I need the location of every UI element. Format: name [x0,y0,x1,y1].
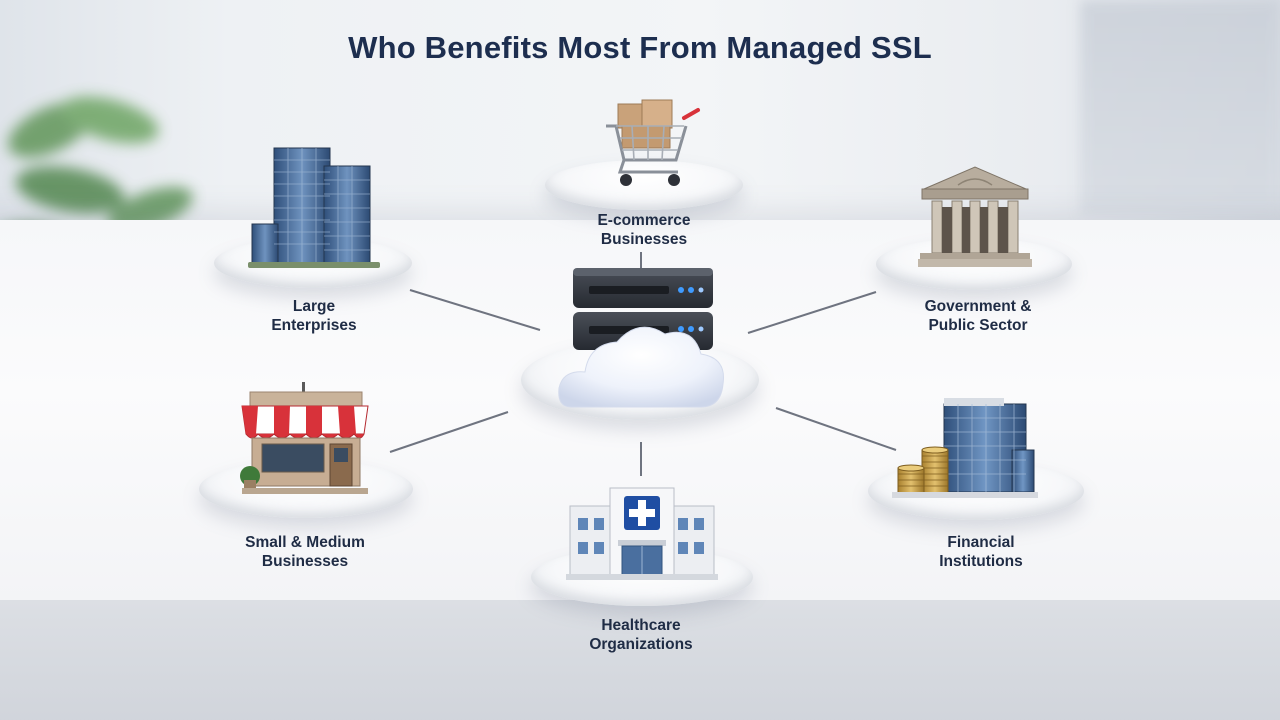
smb-label-line1: Small & Medium [245,534,365,551]
connector-financial [775,407,897,451]
connector-government [747,291,877,334]
government-label: Government & Public Sector [868,297,1088,335]
connector-smb [389,411,509,453]
government-label-line1: Government & [924,298,1032,315]
storefront-icon [240,382,369,494]
government-building-icon [918,166,1032,267]
hospital-icon [566,487,718,580]
financial-label: Financial Institutions [871,533,1091,571]
connector-enterprises [409,289,541,331]
enterprises-label-line1: Large [292,298,336,315]
healthcare-label-line1: Healthcare [601,617,681,634]
enterprises-label-line2: Enterprises [271,317,357,334]
page-title: Who Benefits Most From Managed SSL [348,30,932,65]
ecommerce-label: E-commerce Businesses [534,211,754,249]
healthcare-label-line2: Organizations [589,636,693,653]
ecommerce-label-line2: Businesses [600,231,688,248]
office-tower-icon [248,147,380,268]
background-window [1080,0,1280,215]
table-edge [0,600,1280,720]
healthcare-label: Healthcare Organizations [531,616,751,654]
smb-label: Small & Medium Businesses [195,533,415,571]
shopping-cart-icon [606,99,700,186]
bank-coins-icon [892,398,1038,498]
smb-label-line2: Businesses [261,553,349,570]
enterprises-label: Large Enterprises [204,297,424,335]
cloud-server-icon [558,268,725,408]
financial-label-line2: Institutions [939,553,1023,570]
financial-label-line1: Financial [947,534,1015,551]
ecommerce-label-line1: E-commerce [597,212,691,229]
government-label-line2: Public Sector [928,317,1028,334]
